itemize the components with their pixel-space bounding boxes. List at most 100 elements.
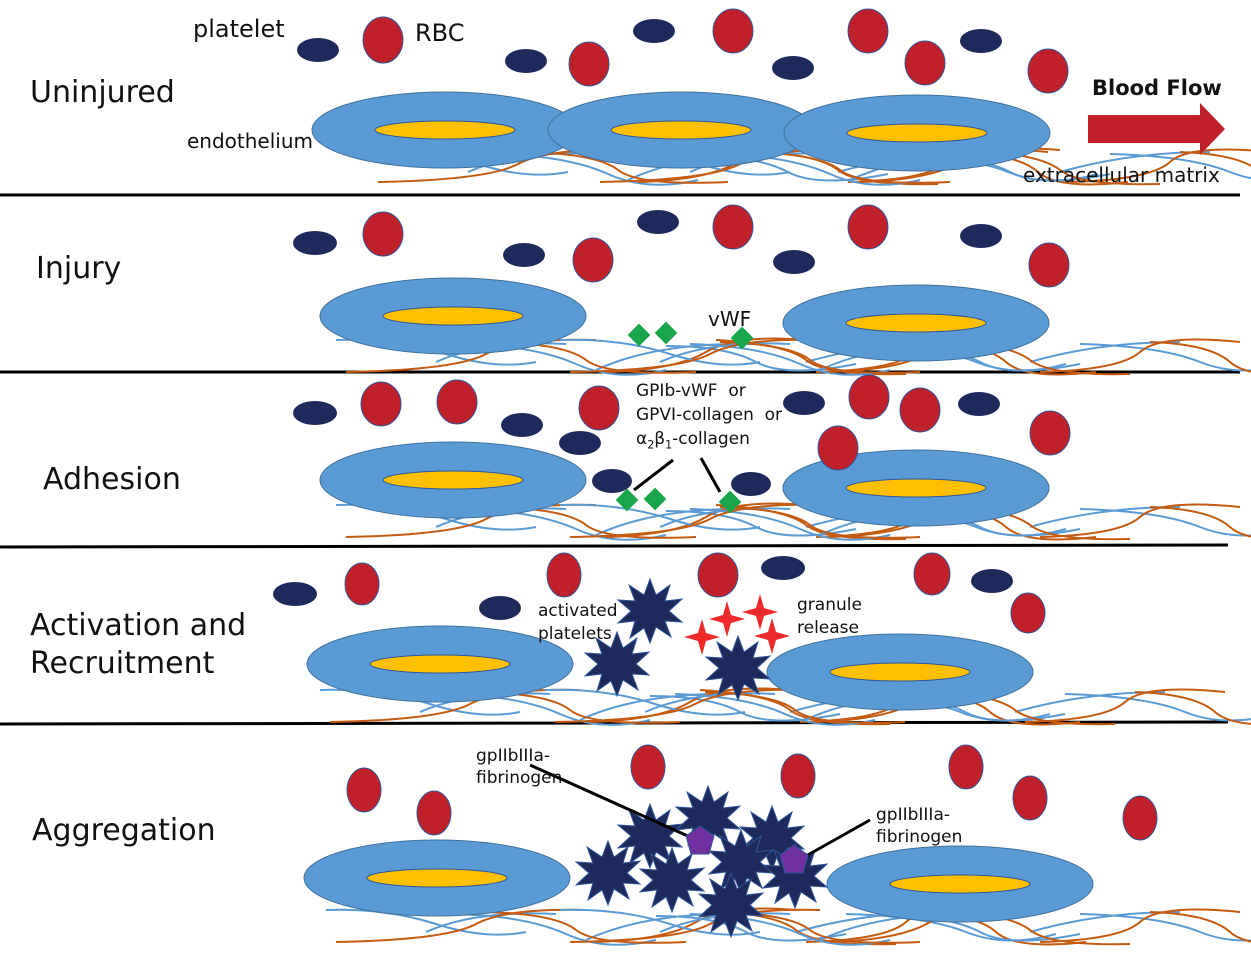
red-blood-cell (1010, 592, 1046, 634)
divider-line (0, 543, 1229, 549)
activated-platelet (617, 578, 683, 644)
platelet (637, 210, 679, 234)
endothelial-cell (306, 625, 574, 703)
red-blood-cell (568, 41, 610, 87)
red-blood-cell (416, 790, 452, 836)
red-blood-cell (948, 744, 984, 790)
red-blood-cell (712, 8, 754, 54)
aggregated-platelet (575, 840, 641, 906)
pointer-line (699, 457, 722, 493)
red-blood-cell (817, 425, 859, 471)
vwf-label: vWF (708, 307, 752, 331)
adhesion-receptors-line1: GPIb-vWF or (636, 381, 746, 401)
endothelial-cell (782, 284, 1050, 362)
adhered-platelet (731, 472, 771, 496)
endothelial-cell (311, 91, 579, 169)
platelet (559, 431, 601, 455)
pointer-line (805, 818, 871, 858)
red-blood-cell (1122, 795, 1158, 841)
red-blood-cell (630, 744, 666, 790)
red-blood-cell (344, 562, 380, 606)
red-blood-cell (1027, 48, 1069, 94)
platelet (503, 243, 545, 267)
red-blood-cell (847, 8, 889, 54)
stage-label-aggregation: Aggregation (32, 813, 216, 848)
red-blood-cell (780, 753, 816, 799)
endothelial-cell (319, 277, 587, 355)
adhesion-receptors-line2: GPVI-collagen or (636, 404, 783, 425)
blood-flow-arrow (1088, 103, 1225, 155)
vwf-marker (615, 488, 639, 512)
platelet (505, 49, 547, 73)
blood-flow-label: Blood Flow (1092, 76, 1222, 100)
endothelial-cell (766, 633, 1034, 711)
gpiibiiia-fibrinogen-label-left: gpIIbIIIa- fibrinogen (476, 746, 563, 789)
platelet (960, 29, 1002, 53)
stage-label-adhesion: Adhesion (43, 462, 181, 497)
stage-injury (293, 204, 1251, 376)
pointer-line (529, 763, 691, 839)
endothelial-cell (826, 845, 1094, 923)
endothelial-cell (783, 94, 1051, 172)
adhesion-receptors-label: GPIb-vWF or GPVI-collagen or α2β1-collag… (636, 380, 782, 452)
stage-aggregation (303, 744, 1251, 946)
red-blood-cell (904, 40, 946, 86)
adhesion-receptors-line3: α2β1-collagen (636, 428, 750, 451)
red-blood-cell (546, 552, 582, 598)
stage-uninjured (297, 8, 1251, 186)
red-blood-cell (712, 204, 754, 250)
divider-line (0, 720, 1229, 726)
red-blood-cell (1029, 410, 1071, 456)
platelet (633, 19, 675, 43)
pointer-line (633, 458, 674, 492)
granule-release-label: granule release (797, 595, 862, 638)
stage-label-injury: Injury (36, 251, 122, 286)
platelet (958, 392, 1000, 416)
red-blood-cell (362, 211, 404, 257)
extracellular-matrix-label: extracellular matrix (1023, 163, 1220, 187)
red-blood-cell (436, 379, 478, 425)
vwf-marker (654, 321, 678, 345)
platelet (761, 556, 805, 580)
red-blood-cell (1028, 242, 1070, 288)
stage-label-activation-line2: Recruitment (30, 645, 215, 681)
vwf-marker (627, 323, 651, 347)
stage-label-uninjured: Uninjured (30, 75, 175, 110)
red-blood-cell (572, 237, 614, 283)
vwf-marker (643, 487, 667, 511)
stage-label-activation-line1: Activation and (30, 608, 247, 643)
stage-adhesion (293, 374, 1251, 541)
platelet (501, 413, 543, 437)
granule-icon (684, 619, 720, 655)
red-blood-cell (899, 387, 941, 433)
platelet-label: platelet (193, 15, 285, 43)
vwf-marker (730, 326, 754, 350)
stage-label-activation: Activation and Recruitment (30, 607, 246, 682)
red-blood-cell (913, 552, 951, 596)
endothelium-label: endothelium (187, 129, 314, 153)
platelet (297, 38, 339, 62)
activated-platelets-label: activated platelets (538, 601, 618, 644)
stage-activation (273, 552, 1251, 726)
granule-icon (709, 601, 745, 637)
endothelial-cell (547, 91, 815, 169)
platelet (772, 56, 814, 80)
rbc-label: RBC (415, 19, 465, 47)
red-blood-cell (697, 552, 739, 598)
gpiibiiia-fibrinogen-label-right: gpIIbIIIa- fibrinogen (876, 805, 963, 848)
adhered-platelet (592, 469, 632, 493)
red-blood-cell (1012, 775, 1048, 821)
red-blood-cell (578, 385, 620, 431)
red-blood-cell (847, 204, 889, 250)
endothelial-cell (319, 441, 587, 519)
platelet (960, 224, 1002, 248)
platelet (273, 582, 317, 606)
platelet (773, 250, 815, 274)
red-blood-cell (346, 767, 382, 813)
vwf-marker (718, 490, 742, 514)
platelet (293, 401, 337, 425)
platelet (971, 569, 1013, 593)
red-blood-cell (362, 16, 404, 64)
red-blood-cell (848, 374, 890, 420)
